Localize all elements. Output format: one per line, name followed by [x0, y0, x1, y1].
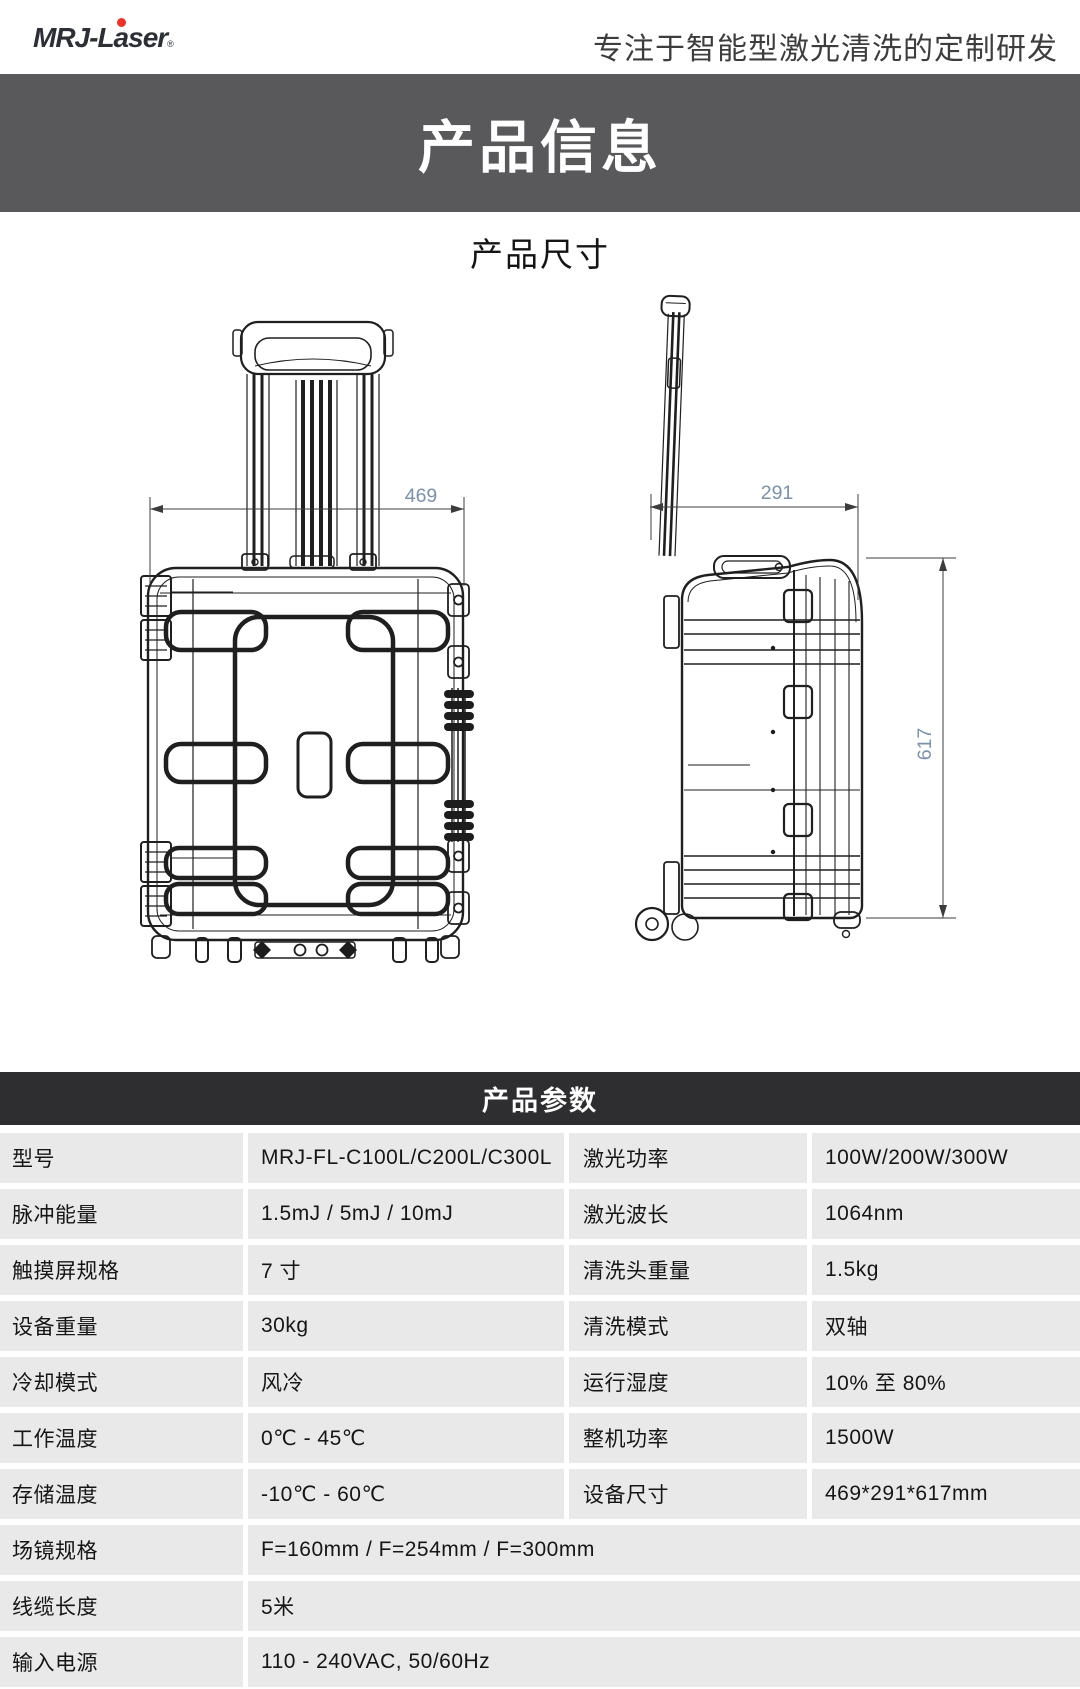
spec-label: 冷却模式: [0, 1357, 243, 1407]
side-height-dimension: 617: [866, 557, 956, 919]
registered-mark: ®: [167, 39, 174, 49]
product-params-banner: 产品参数: [0, 1072, 1080, 1125]
table-row: 设备重量 30kg 清洗模式 双轴: [0, 1301, 1080, 1351]
spec-label: 设备尺寸: [569, 1469, 807, 1519]
spec-label: 脉冲能量: [0, 1189, 243, 1239]
height-dimension-label: 617: [914, 728, 936, 761]
spec-label: 清洗头重量: [569, 1245, 807, 1295]
spec-label: 运行湿度: [569, 1357, 807, 1407]
spec-label: 线缆长度: [0, 1581, 243, 1631]
table-row: 冷却模式 风冷 运行湿度 10% 至 80%: [0, 1357, 1080, 1407]
width-dimension-label: 469: [405, 485, 438, 507]
spec-value: -10℃ - 60℃: [248, 1469, 564, 1519]
spec-value: 110 - 240VAC, 50/60Hz: [248, 1637, 1080, 1687]
spec-value: 风冷: [248, 1357, 564, 1407]
product-info-banner: 产品信息: [0, 74, 1080, 212]
table-row: 存储温度 -10℃ - 60℃ 设备尺寸 469*291*617mm: [0, 1469, 1080, 1519]
spec-value: 1064nm: [812, 1189, 1080, 1239]
product-params-title: 产品参数: [482, 1086, 598, 1116]
spec-value: 100W/200W/300W: [812, 1133, 1080, 1183]
table-row: 触摸屏规格 7 寸 清洗头重量 1.5kg: [0, 1245, 1080, 1295]
brand-logo: MRJ-Laser®: [33, 18, 174, 54]
spec-label: 激光波长: [569, 1189, 807, 1239]
spec-label: 存储温度: [0, 1469, 243, 1519]
spec-value: MRJ-FL-C100L/C200L/C300L: [248, 1133, 564, 1183]
table-row: 线缆长度 5米: [0, 1581, 1080, 1631]
spec-label: 型号: [0, 1133, 243, 1183]
front-view: [140, 320, 474, 963]
table-row: 场镜规格 F=160mm / F=254mm / F=300mm: [0, 1525, 1080, 1575]
spec-value: 1.5kg: [812, 1245, 1080, 1295]
spec-label: 场镜规格: [0, 1525, 243, 1575]
spec-table: 型号 MRJ-FL-C100L/C200L/C300L 激光功率 100W/20…: [0, 1133, 1080, 1689]
side-view: [634, 294, 864, 942]
front-width-dimension: 469: [149, 485, 465, 586]
spec-value: 7 寸: [248, 1245, 564, 1295]
brand-tagline: 专注于智能型激光清洗的定制研发: [593, 33, 1058, 66]
depth-dimension-label: 291: [761, 482, 794, 504]
table-row: 脉冲能量 1.5mJ / 5mJ / 10mJ 激光波长 1064nm: [0, 1189, 1080, 1239]
spec-value: 0℃ - 45℃: [248, 1413, 564, 1463]
product-info-title: 产品信息: [418, 116, 662, 180]
spec-value: 5米: [248, 1581, 1080, 1631]
spec-value: 1.5mJ / 5mJ / 10mJ: [248, 1189, 564, 1239]
logo-text: MRJ-Laser: [33, 22, 168, 53]
table-row: 输入电源 110 - 240VAC, 50/60Hz: [0, 1637, 1080, 1687]
spec-label: 输入电源: [0, 1637, 243, 1687]
logo-red-dot-icon: [117, 18, 126, 27]
spec-value: 1500W: [812, 1413, 1080, 1463]
spec-label: 触摸屏规格: [0, 1245, 243, 1295]
spec-label: 整机功率: [569, 1413, 807, 1463]
spec-value: 10% 至 80%: [812, 1357, 1080, 1407]
side-depth-dimension: 291: [650, 482, 859, 600]
product-dimensions-title: 产品尺寸: [470, 236, 610, 273]
spec-label: 激光功率: [569, 1133, 807, 1183]
table-row: 工作温度 0℃ - 45℃ 整机功率 1500W: [0, 1413, 1080, 1463]
spec-label: 清洗模式: [569, 1301, 807, 1351]
spec-label: 工作温度: [0, 1413, 243, 1463]
spec-value: F=160mm / F=254mm / F=300mm: [248, 1525, 1080, 1575]
product-dimension-drawing: 469: [140, 294, 956, 963]
spec-value: 30kg: [248, 1301, 564, 1351]
spec-value: 双轴: [812, 1301, 1080, 1351]
spec-label: 设备重量: [0, 1301, 243, 1351]
spec-value: 469*291*617mm: [812, 1469, 1080, 1519]
table-row: 型号 MRJ-FL-C100L/C200L/C300L 激光功率 100W/20…: [0, 1133, 1080, 1183]
